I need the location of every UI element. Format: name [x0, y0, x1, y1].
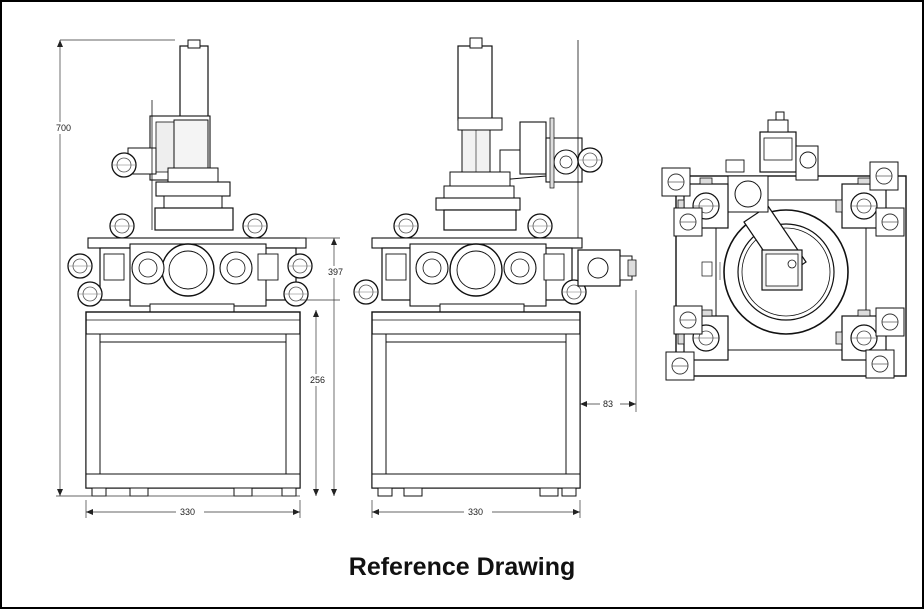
front-dimension-lines: [56, 39, 340, 518]
dim-upper-height: 397: [328, 267, 343, 277]
dim-base-width-front: 330: [180, 507, 195, 517]
front-view: [67, 39, 313, 497]
side-view: [353, 37, 637, 497]
front-dimension-arrows: [57, 40, 337, 515]
dim-overall-height: 700: [56, 123, 71, 133]
dim-side-offset: 83: [603, 399, 613, 409]
dim-base-height: 256: [310, 375, 325, 385]
side-dimension-arrows: [372, 401, 636, 515]
dim-base-width-side: 330: [468, 507, 483, 517]
diagram-caption: Reference Drawing: [348, 553, 576, 581]
top-view: [661, 111, 907, 381]
